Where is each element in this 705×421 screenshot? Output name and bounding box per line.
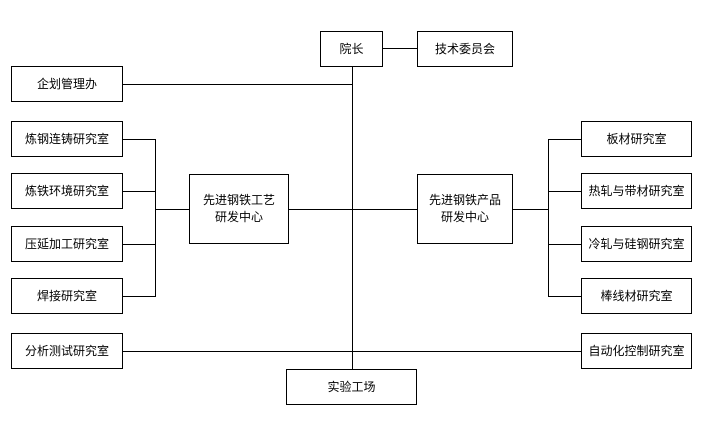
left-lab-label: 炼钢连铸研究室 xyxy=(24,131,109,146)
planning-office-label: 企划管理办 xyxy=(36,76,97,91)
right-lab-label: 板材研究室 xyxy=(606,131,667,146)
pilot-plant-label: 实验工场 xyxy=(327,379,376,394)
pilot-plant-box: 实验工场 xyxy=(286,369,417,405)
automation-lab-box: 自动化控制研究室 xyxy=(581,333,692,369)
planning-office-box: 企划管理办 xyxy=(11,66,123,102)
right-lab-box: 棒线材研究室 xyxy=(581,278,692,314)
right-lab-label: 冷轧与硅钢研究室 xyxy=(588,236,685,251)
left-lab-box: 炼钢连铸研究室 xyxy=(11,121,123,157)
left-lab-label: 炼铁环境研究室 xyxy=(24,183,109,198)
process-center-label: 先进钢铁工艺 研发中心 xyxy=(202,193,275,224)
analysis-lab-box: 分析测试研究室 xyxy=(11,333,123,369)
analysis-lab-label: 分析测试研究室 xyxy=(24,343,109,358)
right-lab-box: 板材研究室 xyxy=(581,121,692,157)
right-lab-label: 棒线材研究室 xyxy=(600,288,673,303)
left-lab-box: 炼铁环境研究室 xyxy=(11,173,123,209)
left-lab-box: 焊接研究室 xyxy=(11,278,123,314)
tech-committee-box: 技术委员会 xyxy=(417,31,513,67)
right-lab-box: 热轧与带材研究室 xyxy=(581,173,692,209)
right-lab-label: 热轧与带材研究室 xyxy=(588,183,685,198)
tech-committee-label: 技术委员会 xyxy=(434,41,495,56)
right-lab-box: 冷轧与硅钢研究室 xyxy=(581,226,692,262)
product-center-label: 先进钢铁产品 研发中心 xyxy=(428,193,501,224)
president-box: 院长 xyxy=(320,31,383,67)
president-label: 院长 xyxy=(339,41,364,56)
process-center-box: 先进钢铁工艺 研发中心 xyxy=(189,174,289,244)
left-lab-label: 压延加工研究室 xyxy=(24,236,109,251)
left-lab-box: 压延加工研究室 xyxy=(11,226,123,262)
left-lab-label: 焊接研究室 xyxy=(36,288,97,303)
automation-lab-label: 自动化控制研究室 xyxy=(588,343,685,358)
product-center-box: 先进钢铁产品 研发中心 xyxy=(417,174,513,244)
